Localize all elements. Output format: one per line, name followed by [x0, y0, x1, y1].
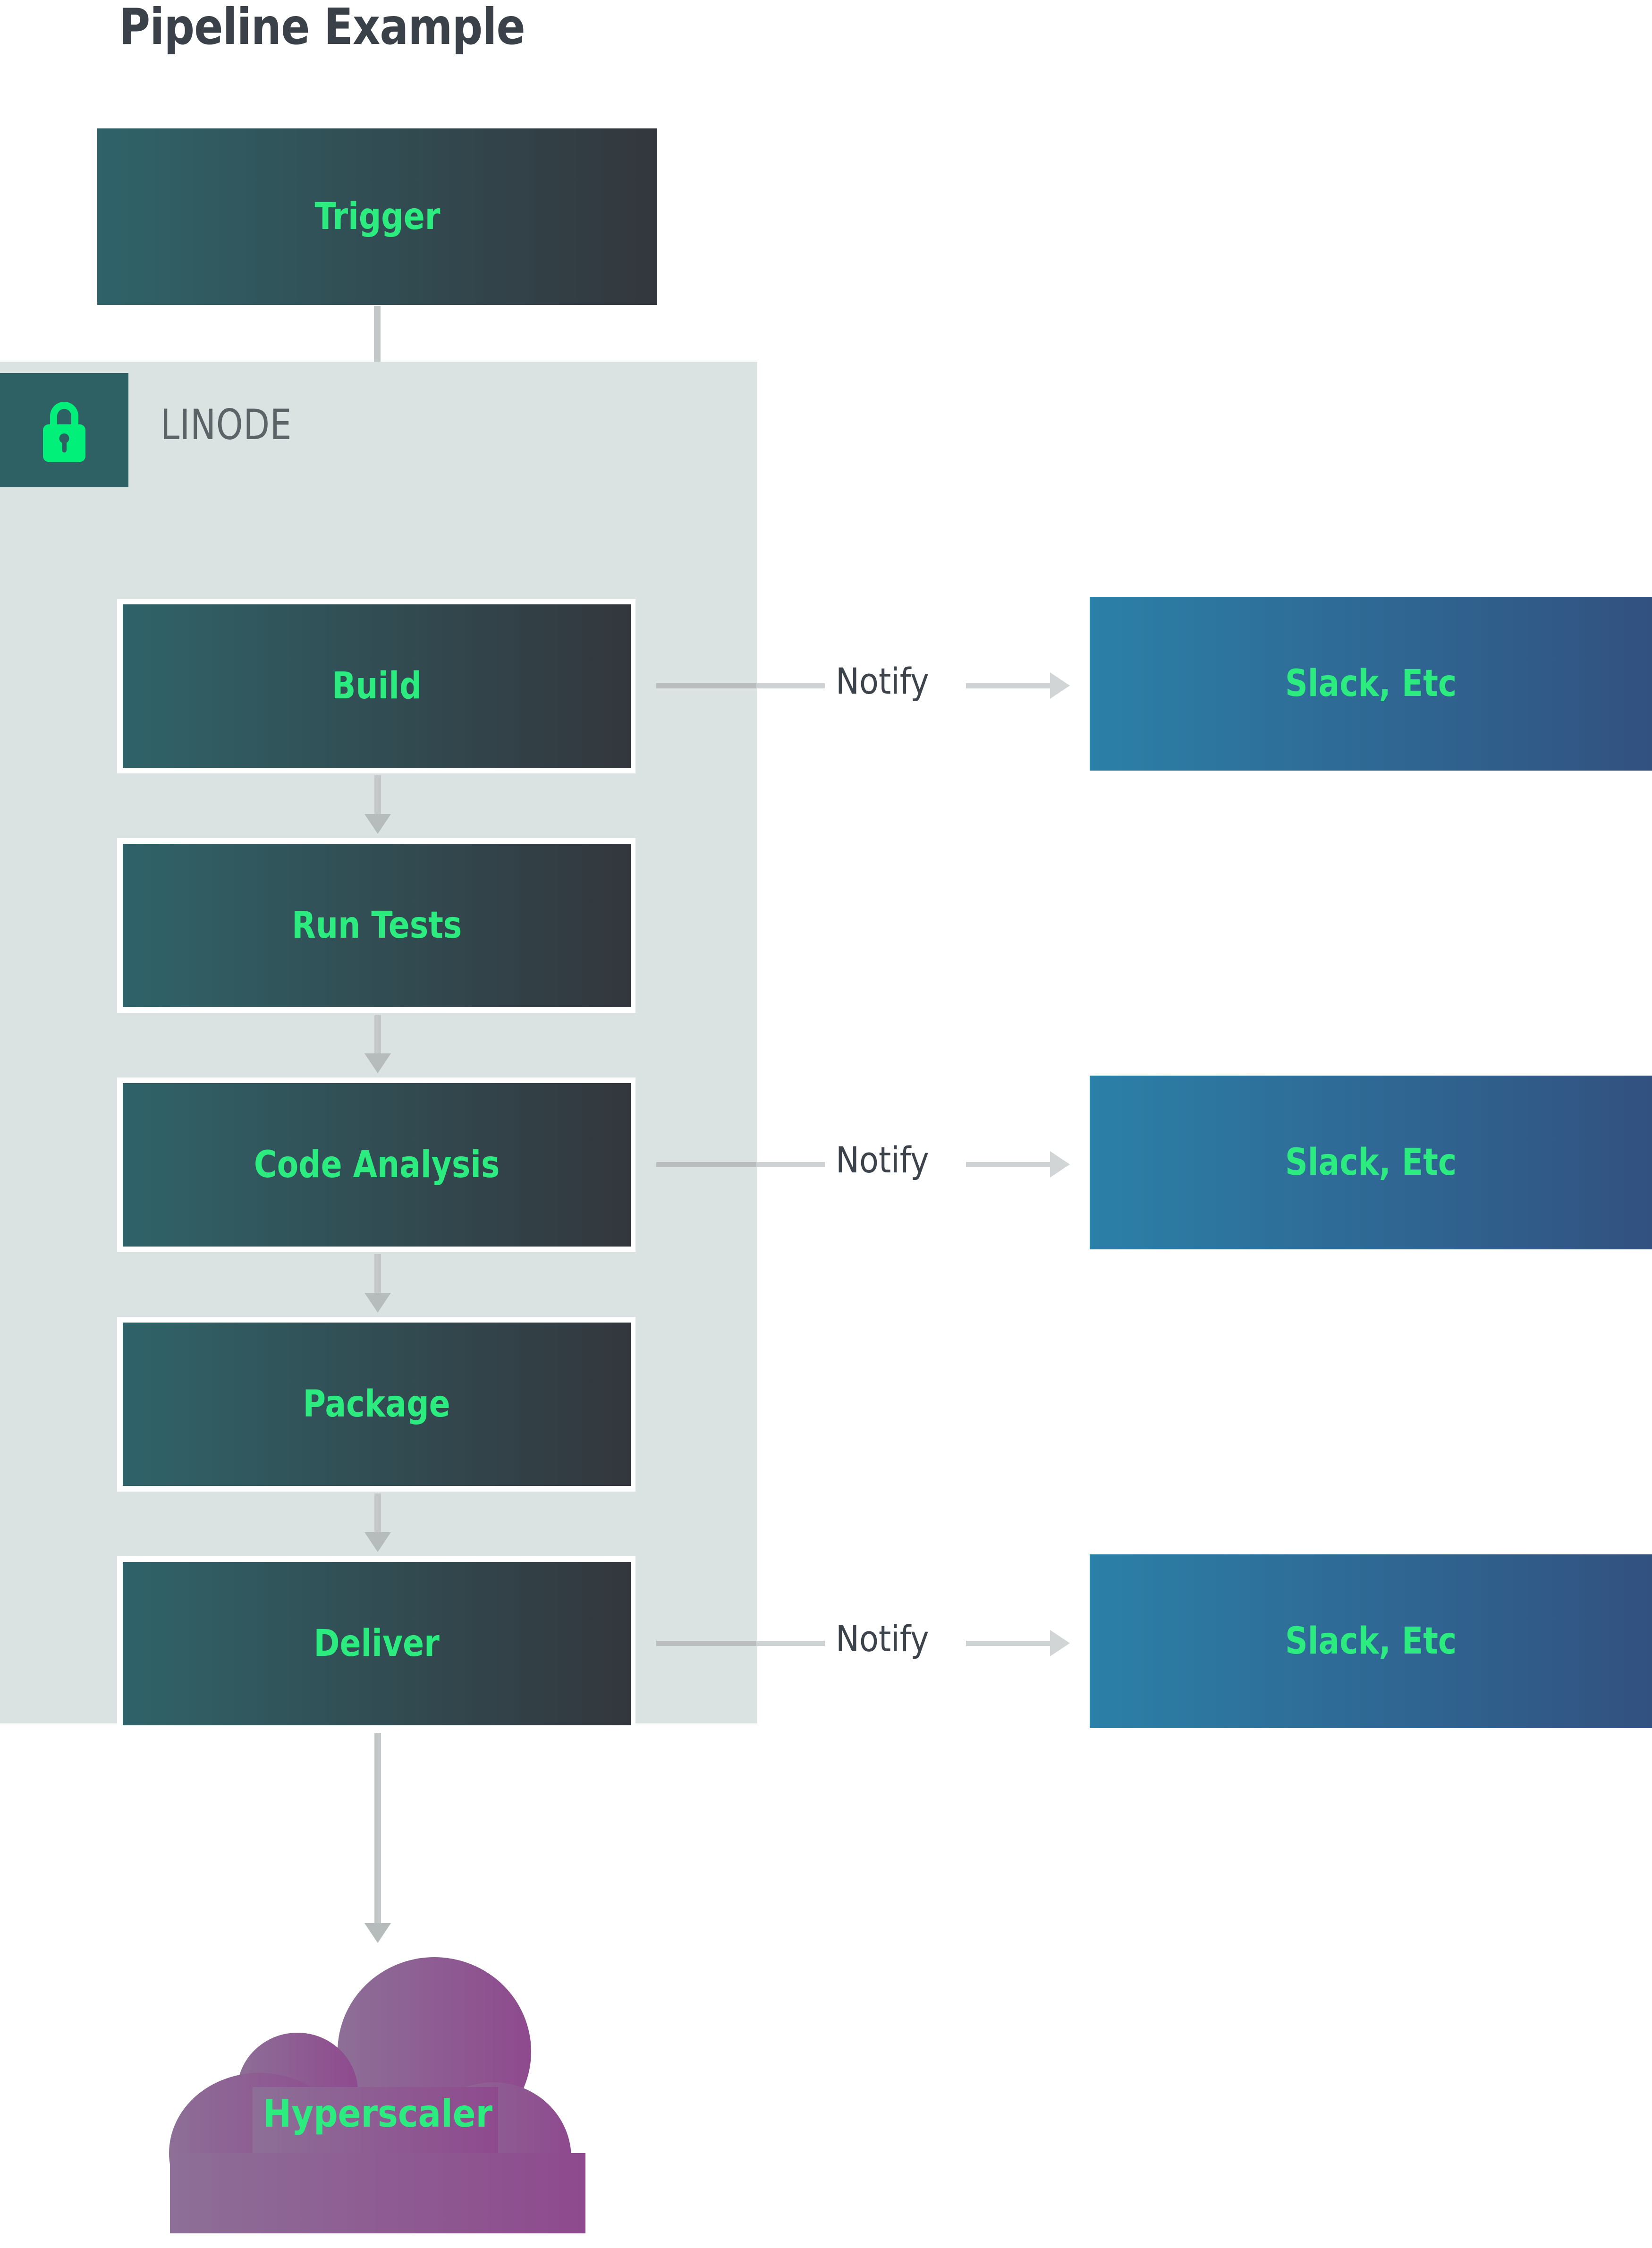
node-deliver[interactable]: Deliver — [117, 1556, 635, 1731]
zone-linode-badge — [0, 373, 128, 487]
node-slack-2-label: Slack, Etc — [1285, 1141, 1457, 1184]
node-slack-3-label: Slack, Etc — [1285, 1620, 1457, 1663]
node-hyperscaler[interactable] — [142, 1931, 614, 2233]
node-package[interactable]: Package — [117, 1317, 635, 1492]
notify-label-1: Notify — [836, 660, 929, 702]
node-build-label: Build — [331, 665, 422, 707]
lock-icon — [36, 395, 93, 466]
node-run-tests-label: Run Tests — [291, 904, 462, 947]
connector-codeanalysis-to-package — [374, 1254, 381, 1298]
node-trigger-label: Trigger — [314, 195, 440, 238]
connector-deliver-to-hyperscaler — [374, 1733, 381, 1926]
page-title: Pipeline Example — [119, 0, 525, 56]
connector-package-to-deliver-arrowhead — [364, 1532, 391, 1552]
connector-package-to-deliver — [374, 1493, 381, 1537]
node-slack-1[interactable]: Slack, Etc — [1090, 597, 1652, 771]
notify-line-3-stub — [656, 1641, 756, 1646]
notify-label-3: Notify — [836, 1618, 929, 1660]
node-package-label: Package — [303, 1383, 451, 1425]
node-slack-2[interactable]: Slack, Etc — [1090, 1076, 1652, 1249]
notify-line-1 — [756, 683, 825, 688]
notify-arrow-2-shaft — [966, 1162, 1051, 1167]
notify-line-2-stub — [656, 1162, 756, 1167]
notify-arrow-3-arrowhead — [1050, 1630, 1070, 1656]
notify-label-2: Notify — [836, 1139, 929, 1181]
node-code-analysis-label: Code Analysis — [254, 1144, 500, 1186]
notify-arrow-1-arrowhead — [1050, 672, 1070, 699]
node-code-analysis[interactable]: Code Analysis — [117, 1077, 635, 1252]
node-slack-3[interactable]: Slack, Etc — [1090, 1554, 1652, 1728]
node-deliver-label: Deliver — [313, 1622, 440, 1665]
notify-line-3 — [756, 1641, 825, 1646]
notify-line-1-stub — [656, 683, 756, 688]
notify-arrow-2-arrowhead — [1050, 1151, 1070, 1178]
connector-codeanalysis-to-package-arrowhead — [364, 1293, 391, 1313]
notify-line-2 — [756, 1162, 825, 1167]
zone-linode-label: LINODE — [161, 400, 292, 449]
node-run-tests[interactable]: Run Tests — [117, 838, 635, 1013]
connector-build-to-runtests-arrowhead — [364, 814, 391, 834]
connector-runtests-to-codeanalysis — [374, 1015, 381, 1058]
node-build[interactable]: Build — [117, 599, 635, 773]
connector-deliver-to-hyperscaler-arrowhead — [364, 1923, 391, 1943]
connector-runtests-to-codeanalysis-arrowhead — [364, 1053, 391, 1073]
connector-build-to-runtests — [374, 775, 381, 819]
notify-arrow-1-shaft — [966, 683, 1051, 688]
node-slack-1-label: Slack, Etc — [1285, 662, 1457, 705]
node-hyperscaler-label: Hyperscaler — [263, 2092, 493, 2136]
node-trigger[interactable]: Trigger — [97, 128, 657, 305]
notify-arrow-3-shaft — [966, 1641, 1051, 1646]
